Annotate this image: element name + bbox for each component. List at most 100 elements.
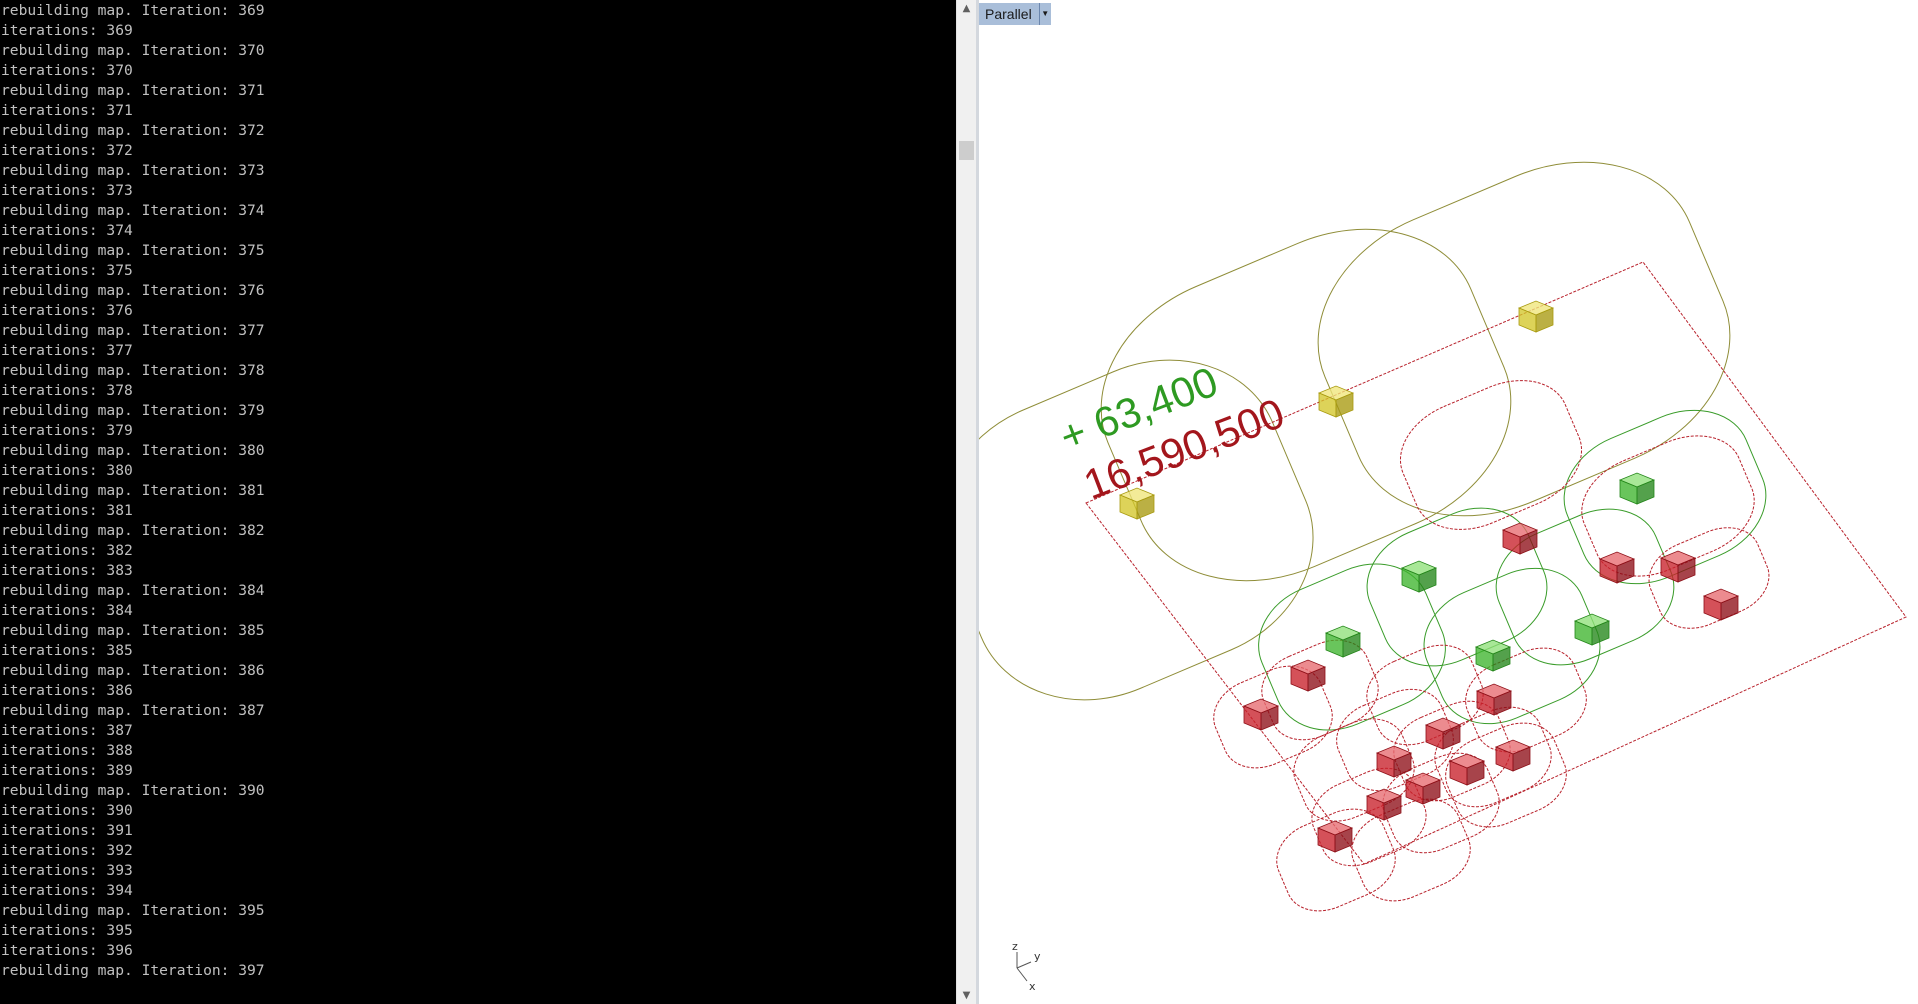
yellow-block — [1517, 300, 1555, 333]
y-axis-label: y — [1034, 950, 1041, 963]
green-block — [1400, 560, 1438, 593]
olive-curve — [979, 359, 1314, 701]
console-line: iterations: 381 — [1, 502, 133, 519]
console-line: rebuilding map. Iteration: 382 — [1, 522, 265, 539]
green-curve — [1258, 563, 1446, 731]
console-line: rebuilding map. Iteration: 397 — [1, 962, 265, 979]
console-line: iterations: 371 — [1, 102, 133, 119]
console-line: iterations: 389 — [1, 762, 133, 779]
green-block — [1474, 639, 1512, 672]
console-line: rebuilding map. Iteration: 374 — [1, 202, 265, 219]
red-curve — [1351, 798, 1471, 902]
red-block — [1242, 698, 1280, 731]
console-line: rebuilding map. Iteration: 387 — [1, 702, 265, 719]
olive-curve — [1317, 161, 1731, 517]
console-line: iterations: 378 — [1, 382, 133, 399]
console-line: rebuilding map. Iteration: 377 — [1, 322, 265, 339]
red-block — [1289, 659, 1327, 692]
console-line: iterations: 384 — [1, 602, 133, 619]
console-scrollbar[interactable]: ▲ ▼ — [956, 0, 976, 1004]
console-line: iterations: 382 — [1, 542, 133, 559]
axis-gizmo: z y x — [1012, 940, 1041, 993]
console-line: iterations: 370 — [1, 62, 133, 79]
console-line: iterations: 376 — [1, 302, 133, 319]
console-line: rebuilding map. Iteration: 376 — [1, 282, 265, 299]
console-line: iterations: 388 — [1, 742, 133, 759]
console-line: iterations: 392 — [1, 842, 133, 859]
console-output: rebuilding map. Iteration: 369 iterations… — [1, 1, 265, 981]
red-curve — [1382, 752, 1500, 854]
green-block — [1573, 613, 1611, 646]
console-line: iterations: 386 — [1, 682, 133, 699]
red-block — [1424, 717, 1462, 750]
scroll-down-arrow-icon[interactable]: ▼ — [962, 990, 971, 1001]
console-line: iterations: 369 — [1, 22, 133, 39]
olive-curve — [1100, 228, 1512, 582]
projection-label[interactable]: Parallel — [979, 3, 1039, 25]
console-line: iterations: 375 — [1, 262, 133, 279]
red-block — [1501, 522, 1539, 555]
console-line: iterations: 377 — [1, 342, 133, 359]
y-axis-line — [1016, 961, 1032, 969]
console-line: rebuilding map. Iteration: 369 — [1, 2, 265, 19]
red-block — [1404, 772, 1442, 805]
site-boundary — [1085, 261, 1907, 865]
scene-canvas[interactable]: + 63,400 16,590,500 z y x — [979, 0, 1918, 1004]
console-line: iterations: 383 — [1, 562, 133, 579]
red-block — [1475, 683, 1513, 716]
console-line: iterations: 395 — [1, 922, 133, 939]
console-line: rebuilding map. Iteration: 372 — [1, 122, 265, 139]
x-axis-label: x — [1029, 980, 1036, 993]
red-curve — [1445, 722, 1567, 828]
console-line: iterations: 374 — [1, 222, 133, 239]
console-line: rebuilding map. Iteration: 390 — [1, 782, 265, 799]
green-curve — [1366, 507, 1548, 667]
z-axis-label: z — [1012, 940, 1018, 953]
console-line: rebuilding map. Iteration: 380 — [1, 442, 265, 459]
red-curve — [1366, 644, 1484, 746]
green-block — [1324, 625, 1362, 658]
console-line: rebuilding map. Iteration: 395 — [1, 902, 265, 919]
red-block — [1316, 820, 1354, 853]
red-block — [1375, 745, 1413, 778]
3d-viewport[interactable]: + 63,400 16,590,500 z y x Parallel ▼ — [979, 0, 1918, 1004]
scrollbar-thumb[interactable] — [959, 141, 974, 160]
console-line: rebuilding map. Iteration: 379 — [1, 402, 265, 419]
viewport-title-tab[interactable]: Parallel ▼ — [979, 3, 1051, 25]
red-block — [1659, 550, 1697, 583]
console-line: rebuilding map. Iteration: 381 — [1, 482, 265, 499]
red-curve — [1399, 380, 1583, 530]
console-line: iterations: 379 — [1, 422, 133, 439]
green-curve — [1423, 567, 1601, 725]
yellow-block — [1317, 385, 1355, 418]
pane-divider[interactable] — [976, 0, 979, 1004]
console-line: iterations: 373 — [1, 182, 133, 199]
red-block — [1365, 788, 1403, 821]
red-curve — [1434, 706, 1552, 808]
console-line: rebuilding map. Iteration: 370 — [1, 42, 265, 59]
yellow-block — [1118, 487, 1156, 520]
console-line: iterations: 391 — [1, 822, 133, 839]
red-block — [1702, 588, 1740, 621]
console-line: rebuilding map. Iteration: 385 — [1, 622, 265, 639]
scroll-up-arrow-icon[interactable]: ▲ — [962, 3, 971, 14]
building-blocks — [1118, 300, 1740, 853]
red-curve — [1276, 808, 1396, 912]
console-line: rebuilding map. Iteration: 373 — [1, 162, 265, 179]
red-curve — [1311, 767, 1427, 867]
console-line: rebuilding map. Iteration: 371 — [1, 82, 265, 99]
console-line: iterations: 372 — [1, 142, 133, 159]
console-line: iterations: 396 — [1, 942, 133, 959]
red-block — [1448, 753, 1486, 786]
console-line: iterations: 390 — [1, 802, 133, 819]
green-curve — [1495, 508, 1675, 666]
red-block — [1598, 551, 1636, 584]
console-line: iterations: 394 — [1, 882, 133, 899]
red-block — [1494, 739, 1532, 772]
console-line: iterations: 385 — [1, 642, 133, 659]
console-line: rebuilding map. Iteration: 375 — [1, 242, 265, 259]
triangle-down-icon[interactable]: ▼ — [1038, 3, 1051, 25]
green-block — [1618, 472, 1656, 505]
red-curve — [1213, 665, 1333, 769]
console-window: rebuilding map. Iteration: 369 iterations… — [0, 0, 956, 1004]
